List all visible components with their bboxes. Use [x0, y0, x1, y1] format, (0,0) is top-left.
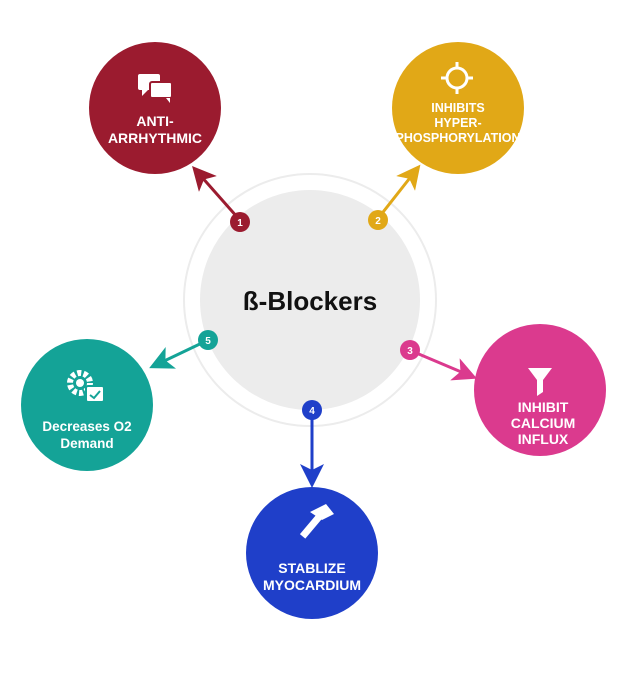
- node-anti-arrhythmic: ANTI-ARRHYTHMIC: [89, 42, 221, 174]
- badge-3: 3: [400, 340, 420, 360]
- center-outer-ring: [183, 173, 437, 427]
- crosshair-icon: [441, 62, 473, 94]
- svg-text:4: 4: [309, 406, 315, 417]
- svg-text:2: 2: [375, 216, 381, 227]
- hammer-icon: [299, 504, 334, 539]
- svg-text:5: 5: [205, 336, 211, 347]
- center-title: ß-Blockers: [243, 286, 377, 316]
- arrow-5: [149, 340, 205, 369]
- arrow-2: [378, 164, 421, 217]
- svg-text:1: 1: [237, 218, 243, 229]
- badge-1: 1: [230, 212, 250, 232]
- funnel-icon: [528, 368, 552, 396]
- node-label: ANTI-ARRHYTHMIC: [108, 113, 202, 146]
- arrow-3: [413, 350, 478, 381]
- svg-text:3: 3: [407, 346, 413, 357]
- center-circle: [200, 190, 420, 410]
- badge-5: 5: [198, 330, 218, 350]
- chat-bubbles-icon: [138, 74, 173, 103]
- arrow-1: [192, 166, 240, 219]
- badge-4: 4: [302, 400, 322, 420]
- badge-2: 2: [368, 210, 388, 230]
- gear-calendar-icon: [67, 370, 105, 403]
